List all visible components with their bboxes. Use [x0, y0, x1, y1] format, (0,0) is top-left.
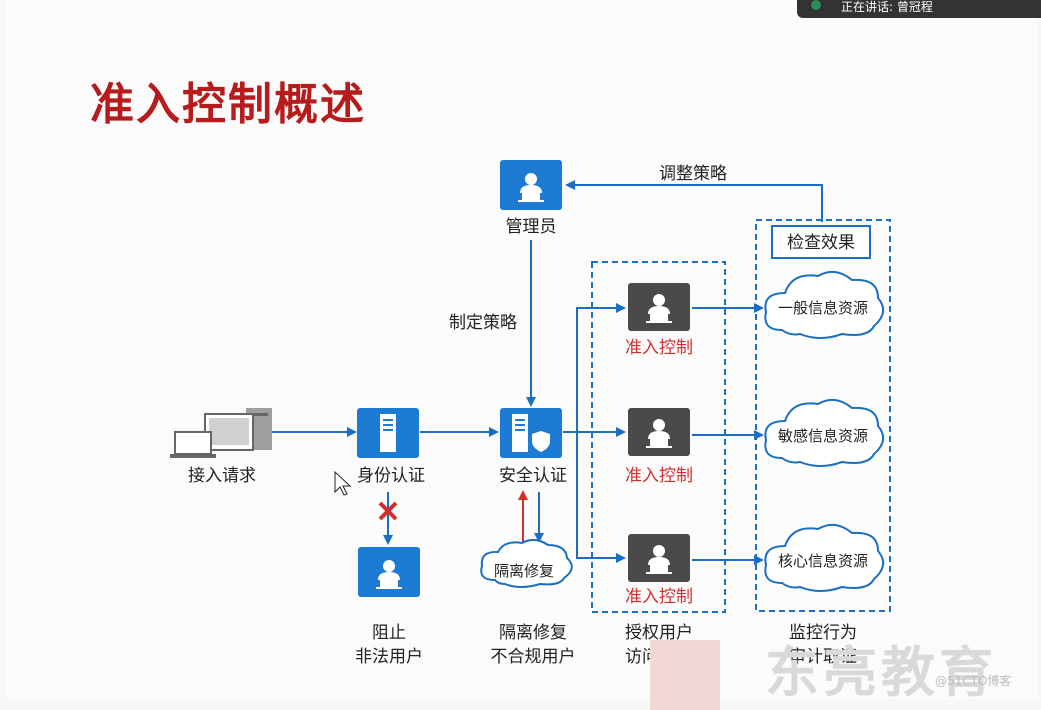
computer-icon: [170, 408, 272, 458]
set-policy-label: 制定策略: [449, 313, 517, 333]
security-auth-label: 安全认证: [499, 466, 567, 486]
access-control-node-3: [628, 534, 690, 582]
core-info-label: 核心信息资源: [778, 552, 868, 570]
access-control-label-1: 准入控制: [625, 338, 693, 358]
check-effect-box: [771, 225, 871, 259]
monitor-label-line2: 审计取证: [789, 647, 857, 667]
blocked-label-line2: 非法用户: [355, 647, 423, 667]
mic-icon: [811, 0, 821, 10]
block-x-icon: [378, 501, 398, 521]
blocked-label-line1: 阻止: [372, 623, 406, 643]
sensitive-info-cloud: [764, 398, 885, 467]
mouse-cursor-icon: [334, 470, 352, 496]
resource-group-box: [755, 219, 891, 612]
edge-security-to-ac3: [576, 432, 626, 563]
access-request-label: 接入请求: [188, 466, 256, 486]
edge-security-to-ac1: [563, 303, 626, 433]
auth-label-line1: 授权用户: [625, 623, 693, 643]
server-icon: [380, 414, 396, 452]
speaker-text: 正在讲话: 曾冠程: [841, 0, 933, 14]
security-server-icon: [512, 414, 550, 452]
core-info-cloud: [764, 523, 885, 592]
repair-label-line2: 不合规用户: [491, 647, 576, 667]
repair-label-line1: 隔离修复: [499, 623, 567, 643]
monitor-label-line1: 监控行为: [789, 623, 857, 643]
edge-adjust-policy: [565, 180, 823, 222]
identity-auth-label: 身份认证: [357, 466, 425, 486]
access-control-node-1: [628, 283, 690, 331]
access-control-label-2: 准入控制: [625, 466, 693, 486]
admin-label: 管理员: [506, 217, 557, 237]
identity-server-node: [357, 408, 419, 458]
watermark-text: 东亮教育: [765, 641, 997, 704]
page-title: 准入控制概述: [90, 79, 366, 130]
blocked-user-node: [358, 547, 420, 597]
admin-node: [500, 160, 562, 210]
quarantine-cloud: [480, 539, 573, 588]
speaker-overlay: 正在讲话: 曾冠程: [797, 0, 1041, 18]
watermark-logo: [650, 640, 720, 710]
sensitive-info-label: 敏感信息资源: [778, 427, 868, 445]
general-info-cloud: [764, 270, 885, 339]
credit-text: @51CTO博客: [935, 674, 1012, 688]
access-control-label-3: 准入控制: [625, 587, 693, 607]
check-effect-label: 检查效果: [787, 233, 855, 253]
access-control-node-2: [628, 408, 690, 456]
security-server-node: [500, 408, 562, 458]
quarantine-cloud-label: 隔离修复: [494, 562, 554, 580]
general-info-label: 一般信息资源: [778, 299, 868, 317]
adjust-policy-label: 调整策略: [659, 164, 727, 184]
access-control-group-box: [591, 261, 726, 613]
